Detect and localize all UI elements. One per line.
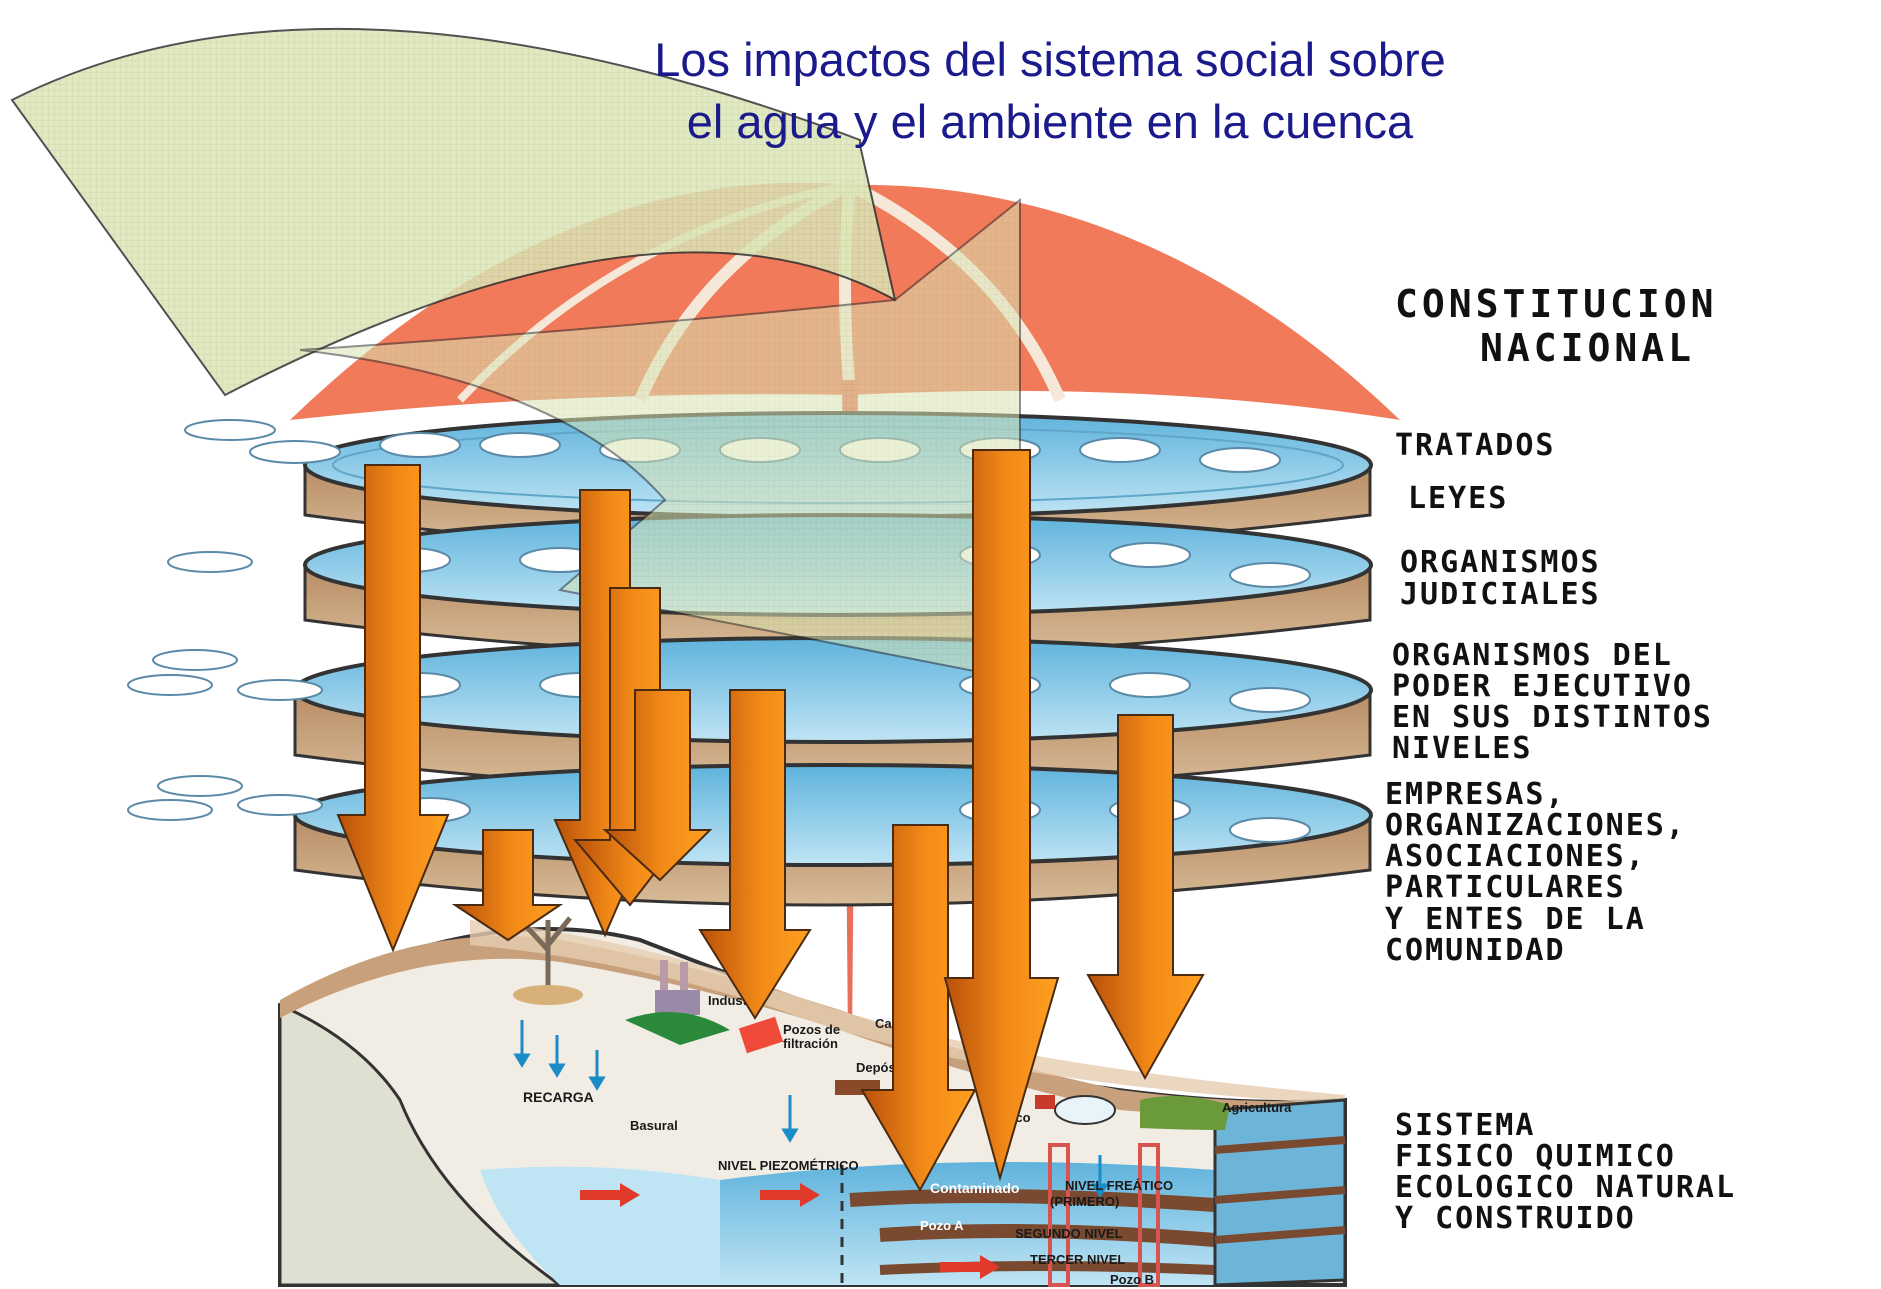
- label-nivel-freatico1: NIVEL FREÁTICO: [1065, 1178, 1173, 1193]
- arrow-8: [943, 449, 1060, 1182]
- label-agricultura: Agricultura: [1222, 1100, 1292, 1115]
- label-empresas-1: EMPRESAS,: [1385, 777, 1566, 812]
- label-recarga: RECARGA: [523, 1089, 594, 1105]
- label-empresas-5: Y ENTES DE LA: [1385, 902, 1646, 937]
- label-sistema-1: SISTEMA: [1395, 1108, 1536, 1143]
- arrow-9: [1086, 714, 1205, 1081]
- disc-empresas: [293, 763, 1373, 907]
- label-constitucion-2: NACIONAL: [1480, 326, 1696, 370]
- title-line-2: el agua y el ambiente en la cuenca: [686, 95, 1414, 148]
- title-line-1: Los impactos del sistema social sobre: [654, 33, 1446, 86]
- label-pozos2: filtración: [783, 1036, 838, 1051]
- label-leyes: LEYES: [1408, 481, 1509, 516]
- label-ca: Ca: [875, 1016, 892, 1031]
- label-ejecutivo-4: NIVELES: [1392, 731, 1533, 766]
- label-tratados: TRATADOS: [1395, 428, 1556, 463]
- label-segundo-nivel: SEGUNDO NIVEL: [1015, 1226, 1123, 1241]
- arrow-1: [336, 464, 450, 953]
- label-judiciales-1: ORGANISMOS: [1400, 545, 1601, 580]
- label-pozo-a: Pozo A: [920, 1218, 964, 1233]
- label-pozos1: Pozos de: [783, 1022, 840, 1037]
- arrow-5: [602, 689, 713, 882]
- label-empresas-4: PARTICULARES: [1385, 870, 1626, 905]
- label-nivel-freatico2: (PRIMERO): [1050, 1194, 1119, 1209]
- arrow-7: [860, 824, 977, 1193]
- label-contaminado: Contaminado: [930, 1180, 1019, 1196]
- label-ejecutivo-1: ORGANISMOS DEL: [1392, 638, 1673, 673]
- label-nivel-piezometrico: NIVEL PIEZOMÉTRICO: [718, 1158, 859, 1173]
- impact-arrows: [336, 449, 1205, 1193]
- label-empresas-6: COMUNIDAD: [1385, 933, 1566, 968]
- label-sistema-4: Y CONSTRUIDO: [1395, 1201, 1636, 1236]
- label-judiciales-2: JUDICIALES: [1400, 577, 1601, 612]
- arrow-2: [451, 829, 564, 942]
- sector-fan: [10, 27, 897, 397]
- label-ejecutivo-2: PODER EJECUTIVO: [1392, 669, 1693, 704]
- disc-ejecutivo: [293, 636, 1373, 792]
- label-basural: Basural: [630, 1118, 678, 1133]
- arrow-6: [698, 689, 812, 1020]
- label-pozo-b: Pozo B: [1110, 1272, 1154, 1287]
- label-sistema-2: FISICO QUIMICO: [1395, 1139, 1676, 1174]
- label-tercer-nivel: TERCER NIVEL: [1030, 1252, 1125, 1267]
- label-sistema-3: ECOLOGICO NATURAL: [1395, 1170, 1737, 1205]
- label-ejecutivo-3: EN SUS DISTINTOS: [1392, 700, 1713, 735]
- sector-tail: [299, 197, 1021, 682]
- label-constitucion-1: CONSTITUCION: [1395, 282, 1718, 326]
- label-empresas-3: ASOCIACIONES,: [1385, 839, 1646, 874]
- label-empresas-2: ORGANIZACIONES,: [1385, 808, 1686, 843]
- basin-ground: [278, 916, 1347, 1287]
